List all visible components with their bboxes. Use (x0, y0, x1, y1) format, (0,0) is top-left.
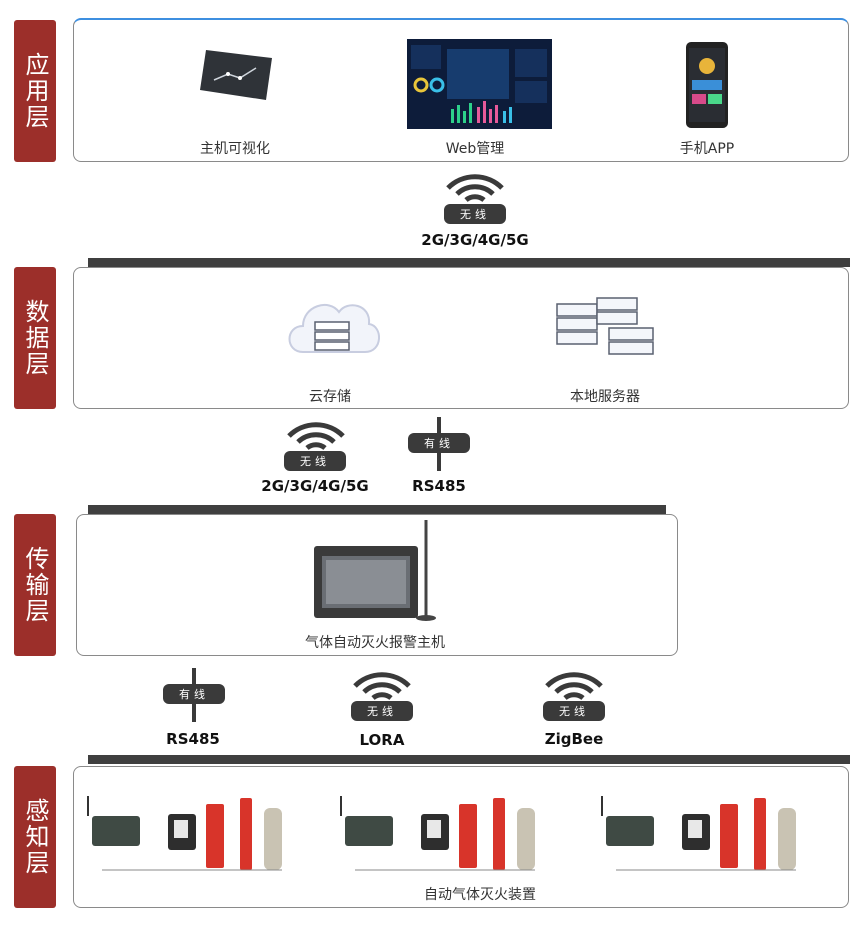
layer-divider-bar (88, 505, 666, 514)
local-server-icon (556, 297, 654, 355)
layer-tab-transmission: 传输层 (14, 514, 56, 656)
layer-tab-application-label: 应用层 (21, 52, 49, 130)
wireless-pill: 无线 (351, 701, 413, 721)
extinguishing-device-group-2 (340, 796, 535, 871)
layer-tab-perception-label: 感知层 (21, 798, 49, 876)
wifi-icon (287, 422, 345, 451)
alarm-host-device-icon (314, 520, 436, 621)
data-trans-wired-label: RS485 (412, 477, 466, 495)
alarm-host-caption: 气体自动灭火报警主机 (305, 635, 445, 651)
cloud-storage-icon (288, 303, 380, 353)
host-visualization-icon (200, 50, 272, 100)
layer-tab-data-label: 数据层 (21, 299, 49, 377)
extinguishing-device-caption: 自动气体灭火装置 (424, 887, 536, 903)
layer-tab-transmission-label: 传输层 (21, 546, 49, 624)
host-visualization-caption: 主机可视化 (200, 141, 270, 157)
data-trans-wireless-label: 2G/3G/4G/5G (261, 477, 369, 495)
layer-divider-bar (88, 258, 850, 267)
wireless-pill: 无线 (444, 204, 506, 224)
extinguishing-device-group-3 (601, 796, 796, 871)
local-server-caption: 本地服务器 (570, 389, 640, 405)
app-data-network-label: 2G/3G/4G/5G (421, 231, 529, 249)
wireless-pill: 无线 (284, 451, 346, 471)
wifi-icon (446, 174, 504, 203)
wired-pill: 有线 (408, 433, 470, 453)
cloud-storage-caption: 云存储 (309, 389, 351, 405)
wifi-icon (545, 672, 603, 701)
layer-divider-bar (88, 755, 850, 764)
zigbee-label: ZigBee (544, 730, 604, 748)
web-management-caption: Web管理 (445, 141, 505, 157)
lora-label: LORA (359, 731, 405, 749)
layer-tab-perception: 感知层 (14, 766, 56, 908)
web-dashboard-icon (407, 39, 552, 129)
extinguishing-device-group-1 (87, 796, 282, 871)
mobile-app-icon (686, 42, 728, 128)
wired-pill: 有线 (163, 684, 225, 704)
layer-tab-data: 数据层 (14, 267, 56, 409)
wifi-icon (353, 672, 411, 701)
mobile-app-caption: 手机APP (679, 141, 735, 157)
data-layer-panel (73, 267, 849, 409)
wireless-pill: 无线 (543, 701, 605, 721)
trans-perc-wired-label: RS485 (166, 730, 220, 748)
layer-tab-application: 应用层 (14, 20, 56, 162)
